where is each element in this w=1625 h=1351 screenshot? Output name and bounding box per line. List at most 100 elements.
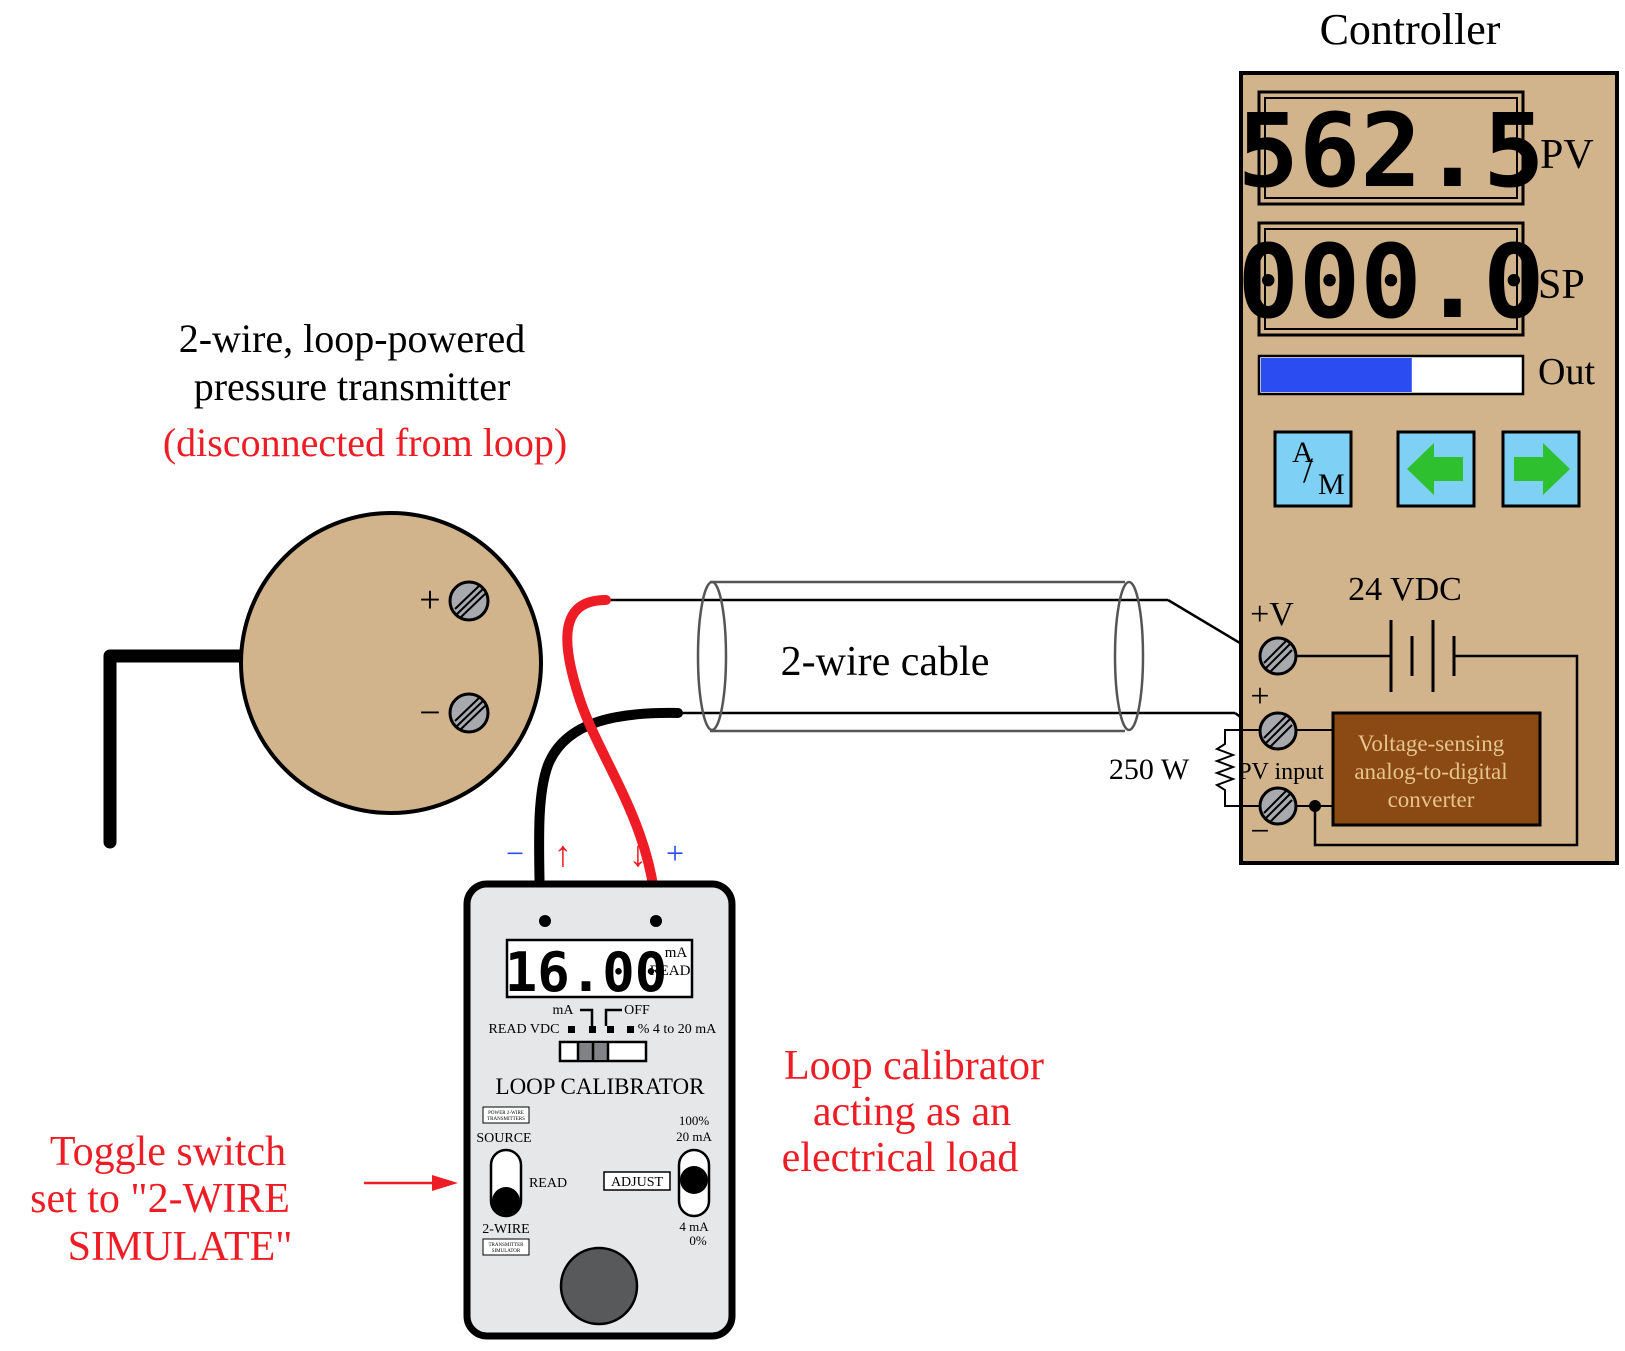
controller-title: Controller xyxy=(1320,5,1501,54)
selector-off-label: OFF xyxy=(624,1003,650,1018)
test-leads: − ↑ ↓ + xyxy=(506,595,684,924)
sp-label: SP xyxy=(1538,262,1585,308)
load-annotation-line3: electrical load xyxy=(782,1135,1019,1181)
transmitter-simulator-box xyxy=(482,1238,530,1256)
red-jack[interactable] xyxy=(650,915,662,927)
transmitter-housing xyxy=(239,511,543,815)
scale-20ma-label: 20 mA xyxy=(676,1129,712,1144)
pointer-arrow-icon xyxy=(364,1175,458,1191)
calibrator-brand: LOOP CALIBRATOR xyxy=(496,1074,706,1099)
current-down-arrow-icon: ↓ xyxy=(629,834,647,874)
adjust-label-box xyxy=(603,1171,671,1191)
selector-read-vdc-label: READ VDC xyxy=(489,1022,560,1037)
adjust-label: ADJUST xyxy=(611,1175,664,1190)
adc-line2: analog-to-digital xyxy=(1354,759,1507,784)
pv-plus-label: + xyxy=(1250,678,1269,715)
two-wire-cable: 2-wire cable xyxy=(606,580,1261,733)
pressure-transmitter: 2-wire, loop-powered pressure transmitte… xyxy=(103,316,567,849)
sim-box-line2: SIMULATOR xyxy=(492,1249,521,1254)
cable-jacket-left-end xyxy=(696,580,728,732)
cable-label: 2-wire cable xyxy=(781,639,990,685)
selector-dot-2 xyxy=(589,1026,596,1033)
black-jack[interactable] xyxy=(539,915,551,927)
pv-label: PV xyxy=(1540,132,1594,178)
selector-ma-label: mA xyxy=(553,1003,575,1018)
transmitter-minus-label: − xyxy=(419,692,440,734)
selector-dot-3 xyxy=(607,1026,614,1033)
pv-readout: 562.5 xyxy=(1237,92,1544,211)
load-annotation-line2: acting as an xyxy=(813,1089,1011,1135)
transmitter-minus-terminal-screw[interactable] xyxy=(448,692,490,734)
sp-readout: 000.0 xyxy=(1237,223,1544,342)
increase-button[interactable] xyxy=(1501,430,1581,508)
decrease-button[interactable] xyxy=(1396,430,1476,508)
two-wire-label: 2-WIRE xyxy=(482,1222,529,1237)
load-annotation-line1: Loop calibrator xyxy=(784,1043,1044,1089)
mode-toggle-switch[interactable] xyxy=(489,1148,523,1218)
pv-display-window xyxy=(1264,97,1518,199)
lead-plus-label: + xyxy=(666,835,684,871)
source-label: SOURCE xyxy=(476,1131,531,1146)
selector-bracket xyxy=(580,1008,622,1026)
cable-jacket-right-end xyxy=(1113,580,1145,732)
annotations: Loop calibrator acting as an electrical … xyxy=(30,1043,1044,1270)
mode-toggle-knob xyxy=(492,1187,520,1215)
selector-dot-4 xyxy=(627,1026,634,1033)
sim-box-line1: TRANSMITTER xyxy=(489,1243,525,1248)
transmitter-title-line2: pressure transmitter xyxy=(194,364,511,409)
adjust-knob[interactable] xyxy=(559,1246,639,1326)
calibrator-display xyxy=(505,938,694,999)
auto-manual-button[interactable]: A / M xyxy=(1273,430,1353,508)
supply-label: 24 VDC xyxy=(1348,571,1462,608)
loop-calibrator: 16.00 mA READ mA OFF READ VDC % 4 to 20 … xyxy=(463,880,736,1340)
supply-return-wire xyxy=(1313,654,1579,847)
resistor-label: 250 W xyxy=(1109,753,1190,786)
red-test-lead[interactable] xyxy=(562,595,661,924)
pv-minus-terminal-screw[interactable] xyxy=(1258,786,1298,826)
scale-100-label: 100% xyxy=(679,1113,710,1128)
am-m-text: M xyxy=(1318,468,1345,501)
transmitter-title-line1: 2-wire, loop-powered xyxy=(179,316,526,361)
power-box-line1: POWER 2-WIRE xyxy=(488,1111,524,1116)
read-label: READ xyxy=(529,1176,567,1191)
current-up-arrow-icon: ↑ xyxy=(554,834,572,874)
adc-line3: converter xyxy=(1388,787,1475,812)
black-test-lead[interactable] xyxy=(534,707,683,924)
process-pipe xyxy=(103,649,252,849)
adc-block xyxy=(1331,711,1542,827)
transmitter-plus-label: + xyxy=(419,579,440,621)
out-label: Out xyxy=(1538,351,1595,393)
sp-display-window xyxy=(1264,228,1518,330)
junction-dot xyxy=(1309,800,1321,812)
plus-v-terminal-screw[interactable] xyxy=(1258,636,1298,676)
output-bargraph-fill xyxy=(1261,358,1412,392)
left-arrow-icon xyxy=(1407,443,1463,495)
adc-line1: Voltage-sensing xyxy=(1358,731,1505,756)
plus-v-label: +V xyxy=(1250,596,1294,633)
controller: Controller 562.5 PV 000.0 SP Out A / M 2… xyxy=(1109,5,1619,865)
scale-4ma-label: 4 mA xyxy=(679,1219,709,1234)
toggle-annotation-line1: Toggle switch xyxy=(50,1129,286,1175)
transmitter-status: (disconnected from loop) xyxy=(163,420,567,465)
toggle-annotation-line3: SIMULATE" xyxy=(68,1224,293,1270)
am-a-text: A xyxy=(1292,436,1314,469)
selector-pct-label: % 4 to 20 mA xyxy=(638,1022,717,1037)
pv-minus-label: − xyxy=(1250,813,1269,850)
pv-plus-terminal-screw[interactable] xyxy=(1258,711,1298,751)
shunt-resistor xyxy=(1214,729,1260,807)
toggle-annotation-line2: set to "2-WIRE xyxy=(30,1176,290,1222)
power-box-line2: TRANSMITTERS xyxy=(487,1117,525,1122)
function-selector-switch[interactable] xyxy=(558,1040,648,1063)
calibrator-readout: 16.00 xyxy=(505,941,668,1004)
adjust-rocker-switch[interactable] xyxy=(677,1148,711,1218)
right-arrow-icon xyxy=(1514,443,1570,495)
pv-input-label: PV input xyxy=(1238,759,1324,785)
am-slash-text: / xyxy=(1303,450,1313,490)
power-transmitters-box xyxy=(482,1106,530,1124)
transmitter-plus-terminal-screw[interactable] xyxy=(448,580,490,622)
display-unit: mA xyxy=(665,945,688,961)
lead-minus-label: − xyxy=(506,835,524,871)
scale-0-label: 0% xyxy=(689,1233,707,1248)
